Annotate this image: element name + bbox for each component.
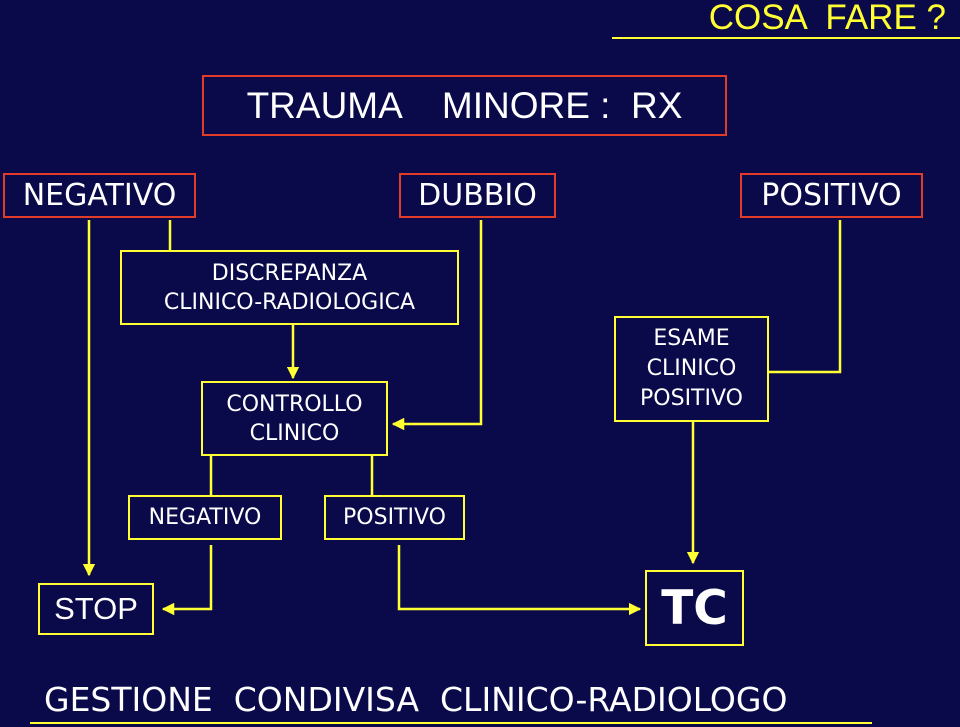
controllo-negativo-label: NEGATIVO <box>148 505 262 530</box>
controllo-clinico-box: CONTROLLO CLINICO <box>201 381 388 456</box>
discrepanza-box: DISCREPANZA CLINICO-RADIOLOGICA <box>120 250 459 325</box>
trauma-minore-rx-label: TRAUMA MINORE : RX <box>246 84 683 126</box>
dubbio-label: DUBBIO <box>418 178 537 213</box>
negativo-label: NEGATIVO <box>22 178 177 213</box>
esame-clinico-positivo-box: ESAME CLINICO POSITIVO <box>614 316 769 422</box>
controllo-positivo-box: POSITIVO <box>324 495 465 540</box>
esame-line2: CLINICO <box>646 356 737 381</box>
positivo-label: POSITIVO <box>761 178 902 213</box>
header-title: COSA FARE ? <box>708 0 946 37</box>
negativo-box: NEGATIVO <box>3 173 196 218</box>
arrow-negativo-to-stop-2 <box>161 545 213 616</box>
controllo-clinico-line1: CONTROLLO <box>226 391 363 417</box>
controllo-negativo-box: NEGATIVO <box>128 495 282 540</box>
controllo-clinico-line2: CLINICO <box>249 420 340 446</box>
arrow-dubbio-to-controllo <box>391 220 483 431</box>
stop-label: STOP <box>54 591 138 626</box>
dubbio-box: DUBBIO <box>399 173 556 218</box>
esame-line3: POSITIVO <box>640 386 743 411</box>
discrepanza-line1: DISCREPANZA <box>211 260 368 286</box>
arrow-positivo-to-tc <box>397 545 642 616</box>
footer-underline <box>30 722 872 724</box>
controllo-positivo-label: POSITIVO <box>343 505 446 530</box>
tc-label: TC <box>661 580 728 636</box>
line-positivo-to-esame <box>769 220 842 374</box>
trauma-minore-rx-box: TRAUMA MINORE : RX <box>202 75 727 136</box>
stop-box: STOP <box>38 583 154 635</box>
footer-text: GESTIONE CONDIVISA CLINICO-RADIOLOGO <box>44 680 788 719</box>
discrepanza-line2: CLINICO-RADIOLOGICA <box>163 289 416 315</box>
positivo-box: POSITIVO <box>740 173 923 218</box>
header-underline <box>612 37 960 39</box>
esame-line1: ESAME <box>653 326 730 351</box>
tc-box: TC <box>645 570 744 646</box>
